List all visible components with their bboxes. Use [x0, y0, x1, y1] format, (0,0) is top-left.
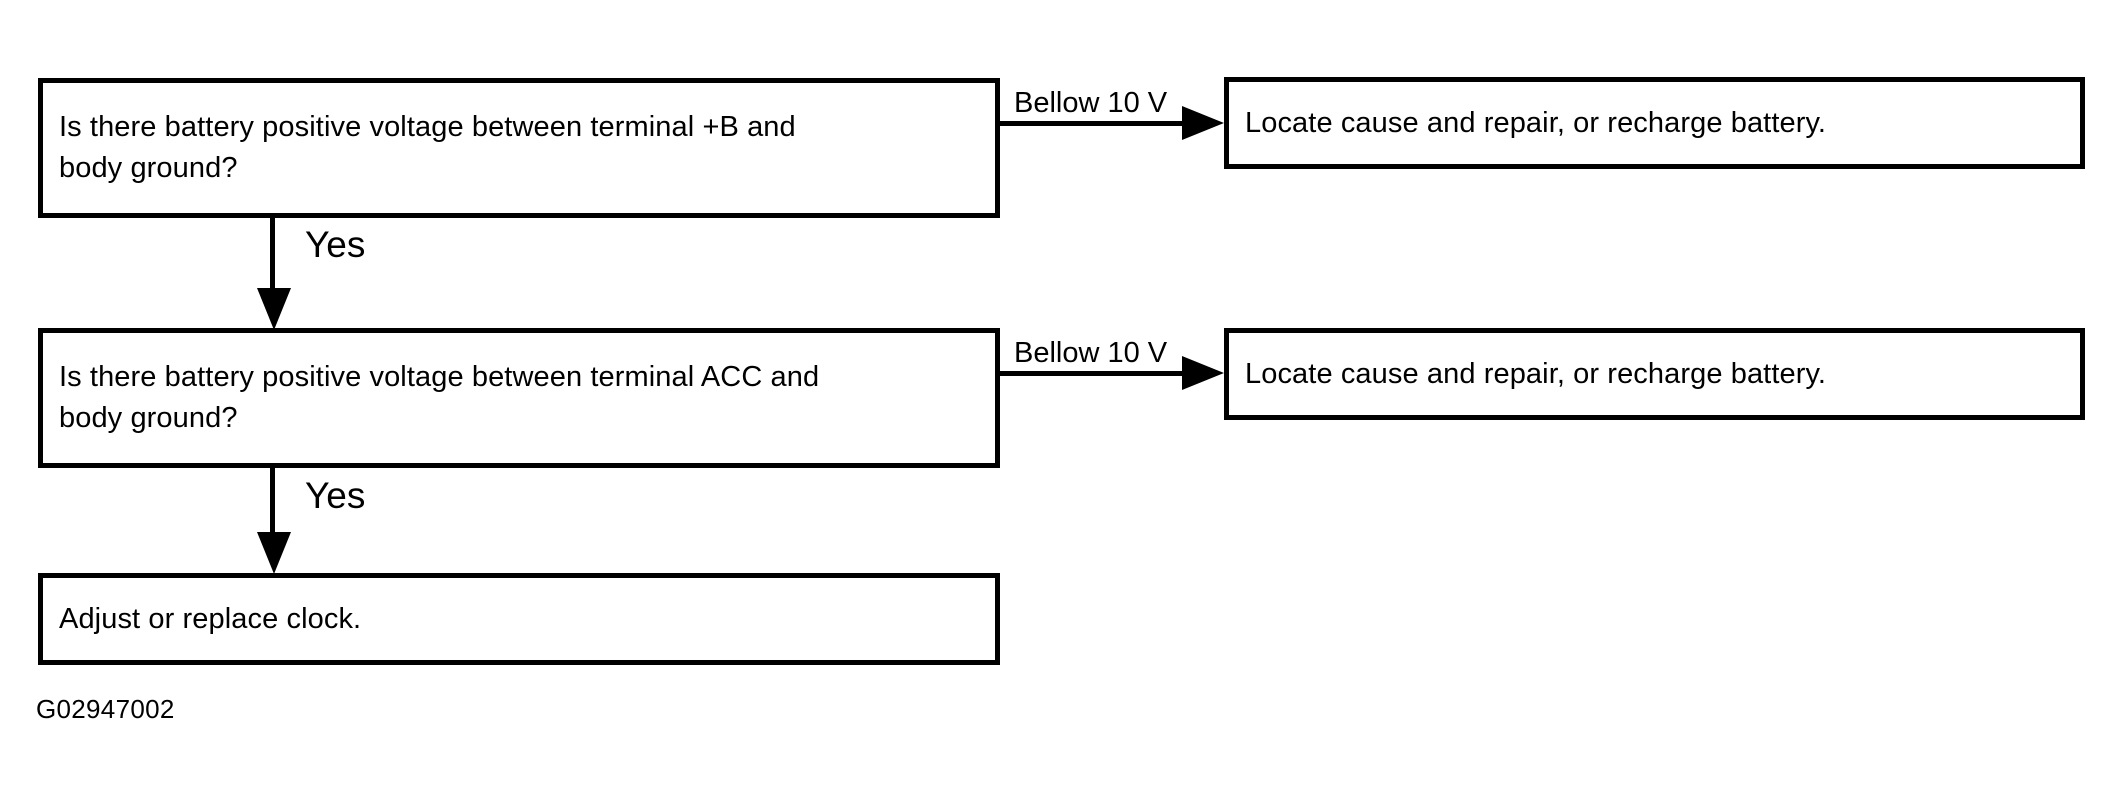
connector-line-q2-to-result2	[1000, 371, 1190, 376]
flowchart-node-question-1: Is there battery positive voltage betwee…	[38, 78, 1000, 218]
arrowhead-right-icon-q1	[1182, 106, 1224, 140]
arrowhead-down-icon-q1	[257, 288, 291, 330]
edge-label-q1-yes: Yes	[305, 224, 366, 265]
flowchart-node-result-2: Locate cause and repair, or recharge bat…	[1224, 328, 2085, 420]
connector-line-q2-to-terminal	[270, 468, 275, 536]
flowchart-node-terminal: Adjust or replace clock.	[38, 573, 1000, 665]
arrowhead-down-icon-q2	[257, 532, 291, 574]
edge-label-q2-bellow: Bellow 10 V	[1014, 337, 1168, 369]
connector-line-q1-to-result1	[1000, 121, 1190, 126]
connector-line-q1-to-q2	[270, 218, 275, 292]
flowchart-node-question-2: Is there battery positive voltage betwee…	[38, 328, 1000, 468]
arrowhead-right-icon-q2	[1182, 356, 1224, 390]
flowchart-node-result-1: Locate cause and repair, or recharge bat…	[1224, 77, 2085, 169]
edge-label-q2-yes: Yes	[305, 475, 366, 516]
question-2-text: Is there battery positive voltage betwee…	[59, 361, 820, 434]
edge-label-q1-bellow: Bellow 10 V	[1014, 87, 1168, 119]
terminal-text: Adjust or replace clock.	[59, 602, 362, 635]
result-2-text: Locate cause and repair, or recharge bat…	[1245, 357, 1827, 390]
result-1-text: Locate cause and repair, or recharge bat…	[1245, 106, 1827, 139]
figure-id-label: G02947002	[36, 694, 175, 724]
question-1-text: Is there battery positive voltage betwee…	[59, 111, 796, 184]
